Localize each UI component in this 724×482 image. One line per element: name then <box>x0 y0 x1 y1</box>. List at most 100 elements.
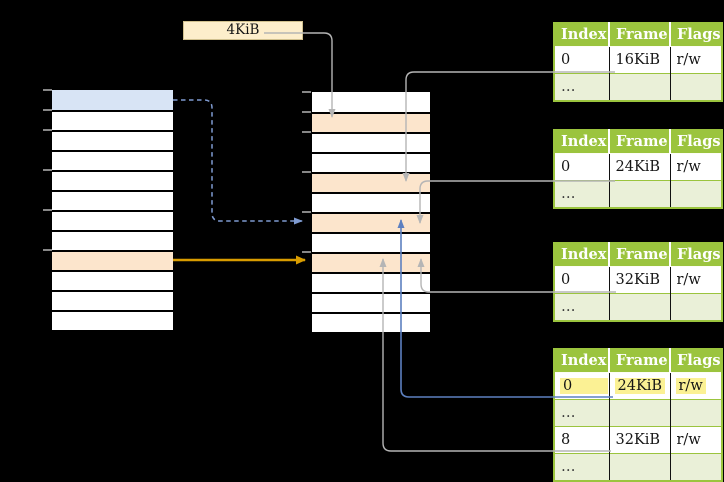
memory-row <box>52 170 173 190</box>
memory-row <box>312 132 430 152</box>
address-tick <box>43 89 52 91</box>
address-tick <box>302 251 311 253</box>
cell-frame: 24KiB <box>609 153 671 181</box>
cell-frame <box>609 73 671 101</box>
cell-frame <box>609 180 671 208</box>
ellipsis-row: … <box>554 399 722 427</box>
cell-index: … <box>554 180 610 208</box>
cell-index: 0 <box>554 46 610 74</box>
cell-value: 0 <box>561 51 571 68</box>
cell-value: 0 <box>560 377 608 394</box>
memory-row <box>52 230 173 250</box>
memory-row <box>52 250 173 270</box>
cell-value: 0 <box>561 271 571 288</box>
page-table-entry-row: 0 16KiB r/w <box>554 46 722 74</box>
column-header-index: Index <box>554 130 610 154</box>
page-table-entry-row: 0 24KiB r/w <box>554 153 722 181</box>
memory-row <box>312 152 430 172</box>
cell-index: … <box>554 453 610 481</box>
column-header-index: Index <box>554 349 610 373</box>
cell-frame <box>609 293 671 321</box>
cell-index: … <box>554 293 610 321</box>
arrow-virtual-page-to-frame-dashed <box>173 99 303 225</box>
cell-value: 8 <box>561 431 571 448</box>
cell-value: r/w <box>676 271 701 288</box>
cell-index: … <box>554 399 610 427</box>
cell-value: 32KiB <box>615 271 661 288</box>
column-header-frame: Frame <box>609 349 671 373</box>
ellipsis-row: … <box>554 73 722 101</box>
address-tick <box>302 211 311 213</box>
memory-row <box>52 130 173 150</box>
column-header-frame: Frame <box>609 243 671 267</box>
cell-flags <box>670 73 722 101</box>
column-header-flags: Flags <box>670 243 722 267</box>
cell-frame: 24KiB <box>609 372 671 400</box>
memory-row <box>52 290 173 310</box>
ellipsis-row: … <box>554 180 722 208</box>
address-tick <box>302 131 311 133</box>
memory-row <box>312 252 430 272</box>
ellipsis-row: … <box>554 293 722 321</box>
cell-value: 24KiB <box>615 158 661 175</box>
cell-value: r/w <box>676 158 701 175</box>
column-header-flags: Flags <box>670 130 722 154</box>
column-header-flags: Flags <box>670 23 722 47</box>
cell-value: 32KiB <box>615 431 661 448</box>
page-table-entry-row: 8 32KiB r/w <box>554 426 722 454</box>
cell-frame <box>609 453 671 481</box>
page-table-entry-row: 0 32KiB r/w <box>554 266 722 294</box>
memory-row <box>312 92 430 112</box>
memory-row <box>312 272 430 292</box>
cell-frame: 32KiB <box>609 426 671 454</box>
address-tick <box>43 169 52 171</box>
cell-value: r/w <box>676 51 701 68</box>
memory-row <box>52 270 173 290</box>
column-header-frame: Frame <box>609 130 671 154</box>
memory-row <box>312 112 430 132</box>
address-tick <box>302 171 311 173</box>
cell-value: 24KiB <box>614 377 666 394</box>
cell-flags: r/w <box>670 46 722 74</box>
physical-memory-column <box>312 92 430 332</box>
memory-row <box>312 312 430 332</box>
memory-row <box>312 212 430 232</box>
cell-frame: 32KiB <box>609 266 671 294</box>
cell-frame <box>609 399 671 427</box>
address-tick <box>302 91 311 93</box>
memory-row <box>52 110 173 130</box>
address-tick <box>43 209 52 211</box>
address-tick <box>302 111 311 113</box>
memory-row <box>312 232 430 252</box>
cell-flags: r/w <box>670 266 722 294</box>
cell-index: 0 <box>554 153 610 181</box>
column-header-frame: Frame <box>609 23 671 47</box>
cell-index: 0 <box>554 266 610 294</box>
column-header-index: Index <box>554 23 610 47</box>
cell-flags <box>670 399 722 427</box>
ellipsis-row: … <box>554 453 722 481</box>
memory-row <box>52 310 173 330</box>
cell-index: 0 <box>554 372 610 400</box>
cell-index: … <box>554 73 610 101</box>
column-header-index: Index <box>554 243 610 267</box>
memory-row <box>312 192 430 212</box>
cell-index: 8 <box>554 426 610 454</box>
cell-flags: r/w <box>670 153 722 181</box>
cell-value: r/w <box>676 431 701 448</box>
cell-flags <box>670 453 722 481</box>
address-tick <box>43 109 52 111</box>
memory-row <box>312 292 430 312</box>
column-header-flags: Flags <box>670 349 722 373</box>
cell-flags: r/w <box>670 372 722 400</box>
memory-row <box>52 210 173 230</box>
cell-value: 0 <box>561 158 571 175</box>
page-size-label-text: 4KiB <box>226 22 260 38</box>
cell-value: 16KiB <box>615 51 661 68</box>
address-tick <box>43 129 52 131</box>
